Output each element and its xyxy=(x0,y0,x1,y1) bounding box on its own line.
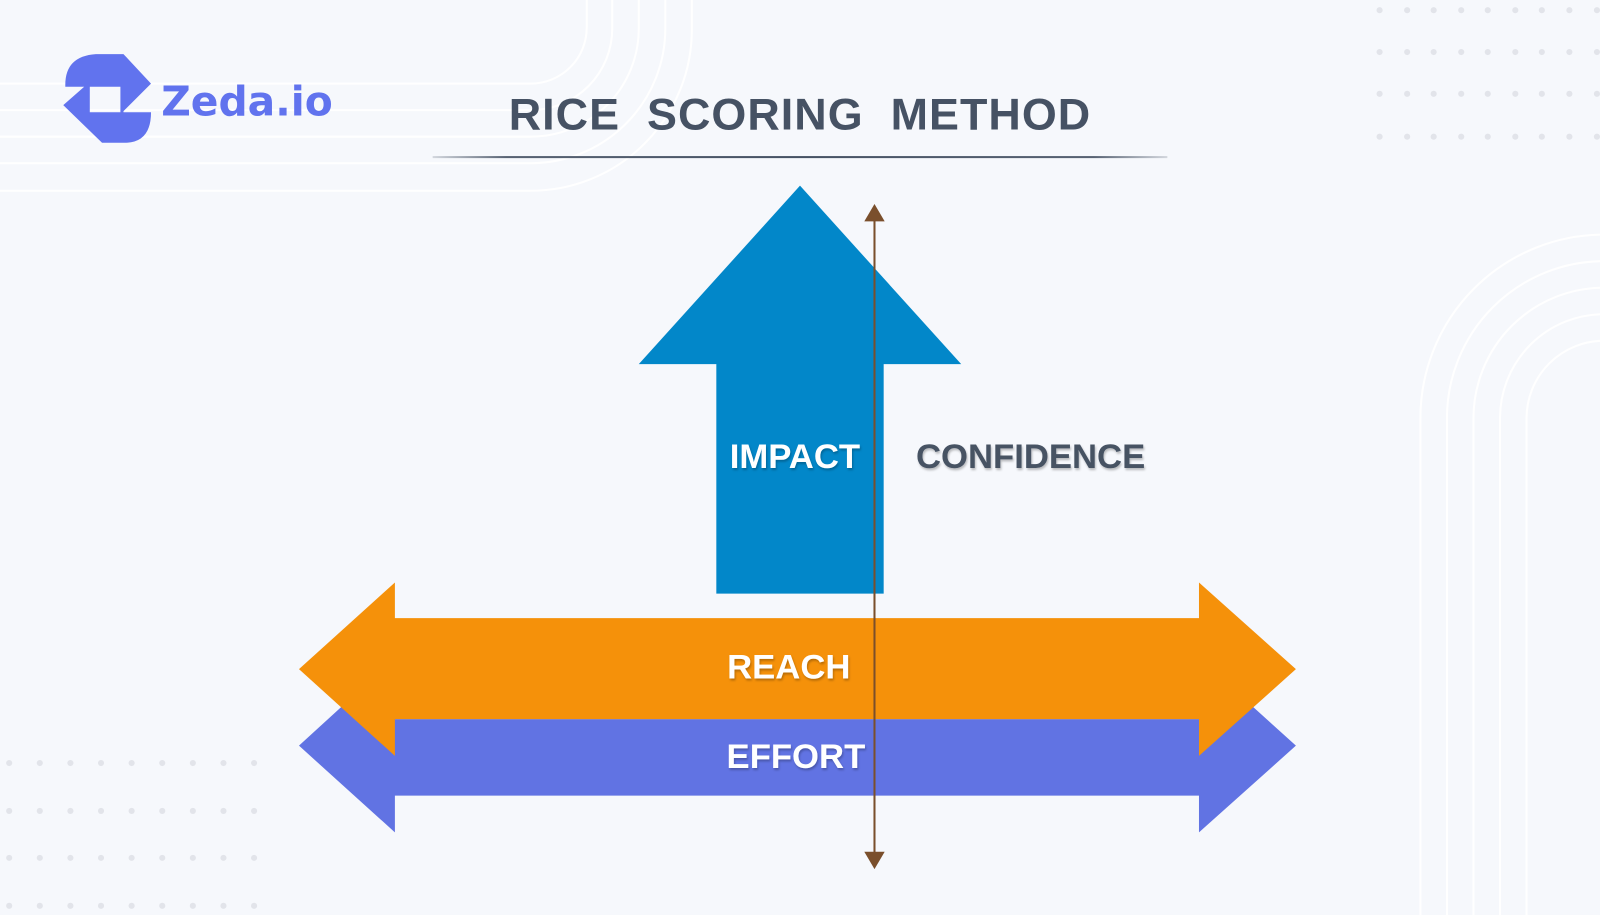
axis-arrowhead-down-icon xyxy=(864,851,885,870)
impact-label: IMPACT xyxy=(730,438,860,476)
confidence-axis xyxy=(864,204,885,870)
dot-grid-bottom-left xyxy=(6,759,258,909)
confidence-label: CONFIDENCE xyxy=(916,438,1145,476)
zeda-logo-mark-icon xyxy=(63,54,152,143)
brand-name: Zeda.io xyxy=(161,77,333,125)
title-underline xyxy=(432,156,1168,159)
background-decorative-arcs-right xyxy=(1419,233,1600,915)
axis-arrowhead-up-icon xyxy=(864,204,885,222)
impact-up-arrow xyxy=(638,185,962,594)
effort-label: EFFORT xyxy=(727,738,866,776)
reach-double-arrow xyxy=(298,582,1296,756)
zeda-logo[interactable]: Zeda.io xyxy=(63,54,333,143)
page-title: RICE SCORING METHOD xyxy=(509,89,1091,140)
dot-grid-top-right xyxy=(1376,7,1600,140)
effort-double-arrow xyxy=(298,657,1296,833)
background-decorative-lines-top-left xyxy=(0,0,693,192)
reach-label: REACH xyxy=(727,648,850,686)
